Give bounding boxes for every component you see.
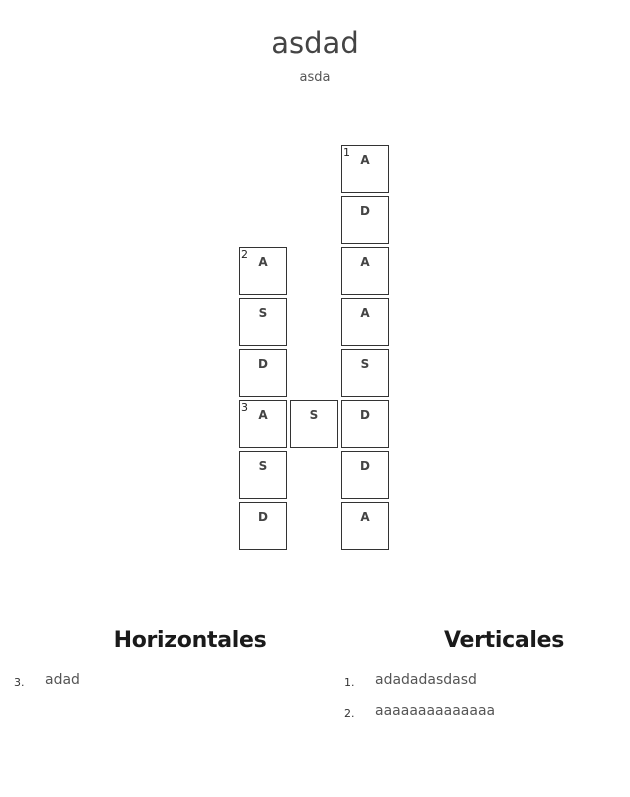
cell-letter: D <box>258 357 268 371</box>
vertical-clues-heading: Verticales <box>443 628 565 653</box>
crossword-cell[interactable]: 1 A <box>341 145 389 193</box>
crossword-cell[interactable]: D <box>341 196 389 244</box>
crossword-cell[interactable]: A <box>341 502 389 550</box>
cell-letter: D <box>360 408 370 422</box>
cell-letter: D <box>360 459 370 473</box>
cell-letter: A <box>258 408 268 422</box>
cell-letter: D <box>258 510 268 524</box>
clue-number: 1 <box>343 146 350 159</box>
clue-item-number: 1. <box>344 676 355 689</box>
page-subtitle: asda <box>299 70 331 85</box>
crossword-cell[interactable]: D <box>239 349 287 397</box>
crossword-cell[interactable]: 3 A <box>239 400 287 448</box>
clue-item: 1. adadadasdasd <box>330 672 630 703</box>
clue-item-text: adadadasdasd <box>375 672 477 688</box>
cell-letter: D <box>360 204 370 218</box>
cell-letter: A <box>360 255 370 269</box>
crossword-cell[interactable]: D <box>341 451 389 499</box>
clue-item: 2. aaaaaaaaaaaaaa <box>330 703 630 734</box>
crossword-cell[interactable]: A <box>341 247 389 295</box>
page-title: asdad <box>271 26 359 60</box>
crossword-cell[interactable]: D <box>239 502 287 550</box>
cell-letter: S <box>360 357 370 371</box>
crossword-cell[interactable]: 2 A <box>239 247 287 295</box>
cell-letter: A <box>360 306 370 320</box>
crossword-cell[interactable]: A <box>341 298 389 346</box>
vertical-clue-list: 1. adadadasdasd 2. aaaaaaaaaaaaaa <box>330 672 630 734</box>
cell-letter: A <box>360 153 370 167</box>
clue-item-text: adad <box>45 672 80 688</box>
horizontal-clue-list: 3. adad <box>0 672 380 703</box>
horizontal-clues-heading: Horizontales <box>113 628 267 653</box>
clue-number: 3 <box>241 401 248 414</box>
clue-item-text: aaaaaaaaaaaaaa <box>375 703 496 719</box>
clue-number: 2 <box>241 248 248 261</box>
cell-letter: A <box>258 255 268 269</box>
clue-item-number: 2. <box>344 707 355 720</box>
crossword-cell[interactable]: S <box>290 400 338 448</box>
cell-letter: S <box>309 408 319 422</box>
clue-item-number: 3. <box>14 676 25 689</box>
cell-letter: S <box>258 459 268 473</box>
crossword-cell[interactable]: S <box>239 451 287 499</box>
clue-item: 3. adad <box>0 672 380 703</box>
cell-letter: S <box>258 306 268 320</box>
crossword-cell[interactable]: D <box>341 400 389 448</box>
cell-letter: A <box>360 510 370 524</box>
crossword-cell[interactable]: S <box>239 298 287 346</box>
crossword-cell[interactable]: S <box>341 349 389 397</box>
vertical-clues: Verticales 1. adadadasdasd 2. aaaaaaaaaa… <box>330 628 630 720</box>
horizontal-clues: Horizontales 3. adad <box>0 628 380 689</box>
